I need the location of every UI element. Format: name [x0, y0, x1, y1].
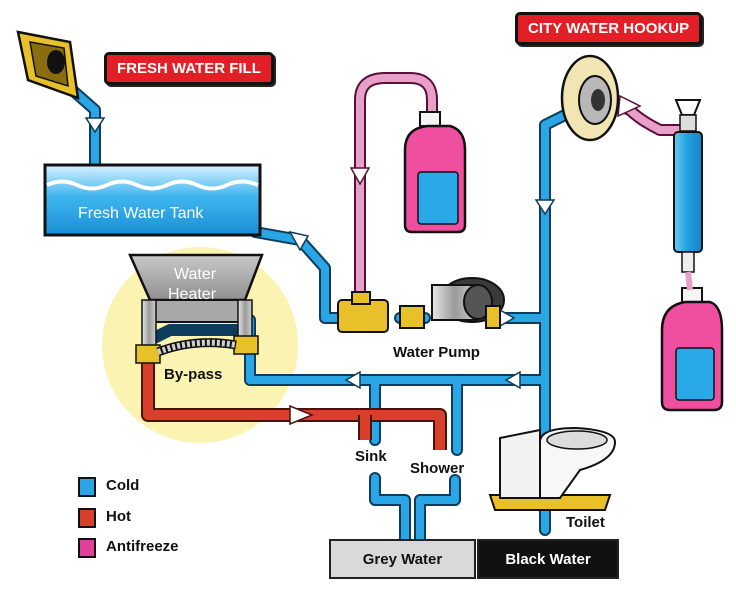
cold-flow-arrows: [84, 117, 556, 390]
fresh-water-tank: [43, 163, 262, 237]
hand-pump: [673, 99, 703, 291]
legend-swatch-cold: [78, 477, 96, 497]
fresh-water-inlet: [16, 30, 80, 100]
water-pump-label: Water Pump: [393, 344, 480, 361]
legend-label-hot: Hot: [106, 508, 131, 525]
antifreeze-flow-arrows: [349, 94, 642, 186]
city-water-inlet: [560, 54, 620, 142]
bypass-label: By-pass: [164, 366, 223, 383]
toilet: [488, 426, 617, 511]
grey-water-label: Grey Water: [362, 550, 443, 568]
black-water-tank-shape: [477, 539, 619, 579]
water-pump: [431, 277, 505, 329]
sink-label: Sink: [355, 448, 387, 465]
toilet-label: Toilet: [566, 514, 605, 531]
legend-label-cold: Cold: [106, 477, 140, 494]
black-water-label: Black Water: [505, 550, 591, 568]
legend-swatch-antifreeze: [78, 538, 96, 558]
water-heater-label-line2: Heater: [168, 286, 217, 303]
bypass-valve: [337, 291, 425, 333]
fresh-water-fill-label: FRESH WATER FILL: [104, 52, 274, 85]
hot-flow-arrow: [289, 404, 314, 426]
legend-label-antifreeze: Antifreeze: [106, 538, 179, 555]
water-heater-label-line1: Water: [174, 266, 217, 283]
city-water-hookup-label: CITY WATER HOOKUP: [515, 12, 703, 45]
fresh-water-tank-label: Fresh Water Tank: [78, 205, 204, 222]
water-heater: [128, 253, 264, 364]
antifreeze-jug-top: [403, 111, 467, 234]
shower-label: Shower: [410, 460, 465, 477]
grey-water-tank-shape: [329, 539, 476, 579]
antifreeze-jug-right: [660, 287, 724, 412]
legend-swatch-hot: [78, 508, 96, 528]
